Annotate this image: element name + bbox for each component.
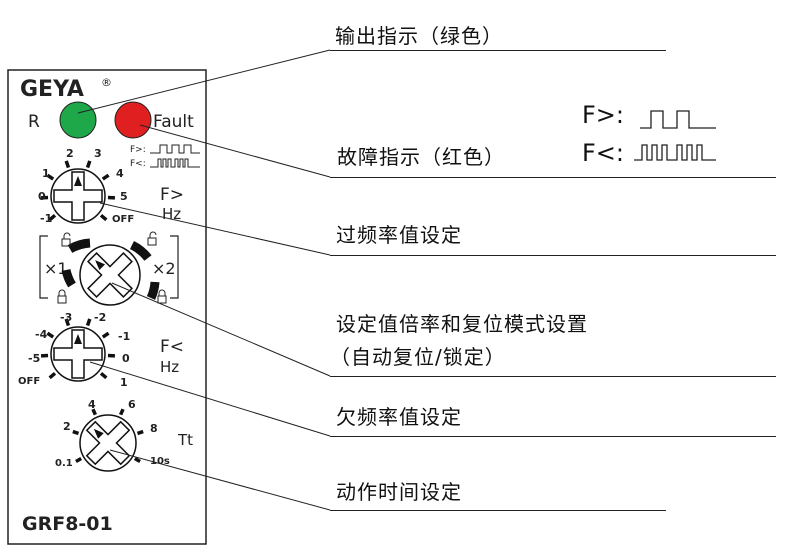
bracket-right [170, 235, 179, 299]
mult-left-label: ×1 [44, 259, 68, 278]
mult-right-label: ×2 [152, 259, 176, 278]
callout-over-freq: 过频率值设定 [336, 223, 462, 247]
tick-mark [64, 318, 71, 327]
callout-underline [330, 177, 776, 178]
dial-under-unit: Hz [160, 358, 179, 376]
tick-mark [85, 160, 92, 169]
tick-mark [48, 371, 57, 380]
tick-label: OFF [112, 214, 134, 225]
lock-open-icon [61, 232, 71, 247]
tick-label: 4 [88, 398, 96, 411]
tick-mark [99, 213, 108, 222]
cross-knob-icon [53, 171, 103, 221]
tick-label: -1 [40, 212, 52, 225]
tick-mark [48, 213, 57, 222]
tick-mark [133, 456, 141, 464]
tick-label: 2 [63, 420, 71, 433]
brand-logo: GEYA [20, 77, 84, 102]
tick-mark [101, 173, 110, 181]
led-red-icon [114, 101, 152, 139]
callout-action-time: 动作时间设定 [336, 480, 462, 504]
mini-wave-over-icon [150, 144, 200, 154]
tick-mark [136, 429, 144, 436]
callout-underline [330, 510, 666, 511]
callout-fault-indicator: 故障指示（红色） [337, 145, 505, 169]
model-label: GRF8-01 [22, 513, 113, 535]
tick-label: 8 [150, 422, 158, 435]
callout-multiplier-line1: 设定值倍率和复位模式设置 [336, 312, 588, 336]
arc-segment [67, 238, 91, 254]
led-r-label: R [28, 112, 40, 132]
pointer-icon [93, 428, 104, 439]
lock-open-icon [147, 231, 157, 246]
tick-label: 1 [42, 167, 50, 180]
callout-underline [330, 436, 776, 437]
callout-output-indicator: 输出指示（绿色） [335, 24, 503, 48]
mini-wave-over-label: F>: [130, 145, 146, 155]
pointer-icon [95, 260, 106, 271]
dial-over-title: F> [160, 185, 184, 205]
tick-label: 0 [122, 352, 130, 365]
tick-label: -2 [94, 311, 106, 324]
time-delay-dial[interactable] [74, 409, 142, 477]
tick-label: OFF [18, 376, 40, 387]
tick-mark [75, 456, 83, 464]
tick-label: 0.1 [55, 458, 73, 469]
wave-under-label: F<: [582, 139, 624, 167]
tick-label: 4 [116, 167, 124, 180]
cross-knob-icon [53, 329, 103, 379]
multiplier-dial[interactable] [75, 240, 146, 311]
callout-under-freq: 欠频率值设定 [336, 405, 462, 429]
wave-under-icon [634, 144, 716, 161]
arc-segment [61, 268, 76, 288]
over-frequency-dial[interactable] [50, 168, 106, 224]
under-frequency-dial[interactable] [50, 326, 106, 382]
led-green-icon [59, 101, 97, 139]
tick-label: 2 [66, 147, 74, 160]
dial-time-title: Tt [177, 431, 193, 449]
tick-label: -3 [60, 311, 72, 324]
callout-multiplier-line2: （自动复位/锁定） [330, 345, 506, 369]
pointer-icon [74, 334, 82, 344]
arc-segment [129, 240, 152, 261]
bracket-left [39, 235, 48, 299]
callout-underline [330, 50, 666, 51]
tick-mark [46, 173, 55, 181]
lock-closed-icon [157, 289, 167, 304]
tick-mark [101, 331, 110, 339]
tick-label: 6 [128, 398, 136, 411]
mini-wave-under-icon [150, 158, 200, 168]
dial-under-title: F< [160, 337, 184, 357]
tick-mark [91, 408, 97, 416]
device-panel [7, 69, 207, 545]
tick-label: -4 [35, 328, 48, 341]
tick-mark [72, 429, 80, 436]
tick-mark [64, 160, 71, 169]
led-fault-label: Fault [153, 112, 194, 132]
tick-mark [99, 371, 108, 380]
wave-over-icon [640, 110, 716, 129]
wave-over-label: F>: [582, 101, 624, 129]
pointer-icon [74, 176, 82, 186]
tick-label: 1 [120, 376, 128, 389]
callout-underline [330, 255, 776, 256]
registered-mark: ® [101, 76, 112, 89]
tick-label: 5 [120, 190, 128, 203]
arc-segment [146, 281, 160, 300]
callout-underline [330, 376, 776, 377]
lock-closed-icon [57, 289, 67, 304]
tick-mark [46, 331, 55, 339]
tick-mark [85, 318, 92, 327]
tick-label: -1 [118, 330, 130, 343]
tick-label: 10s [150, 456, 170, 467]
tick-mark [119, 408, 125, 416]
tick-label: 3 [94, 147, 102, 160]
tick-label: 0 [38, 190, 46, 203]
leader-lines [77, 49, 331, 511]
tick-label: -5 [28, 352, 40, 365]
mini-wave-under-label: F<: [130, 159, 146, 169]
